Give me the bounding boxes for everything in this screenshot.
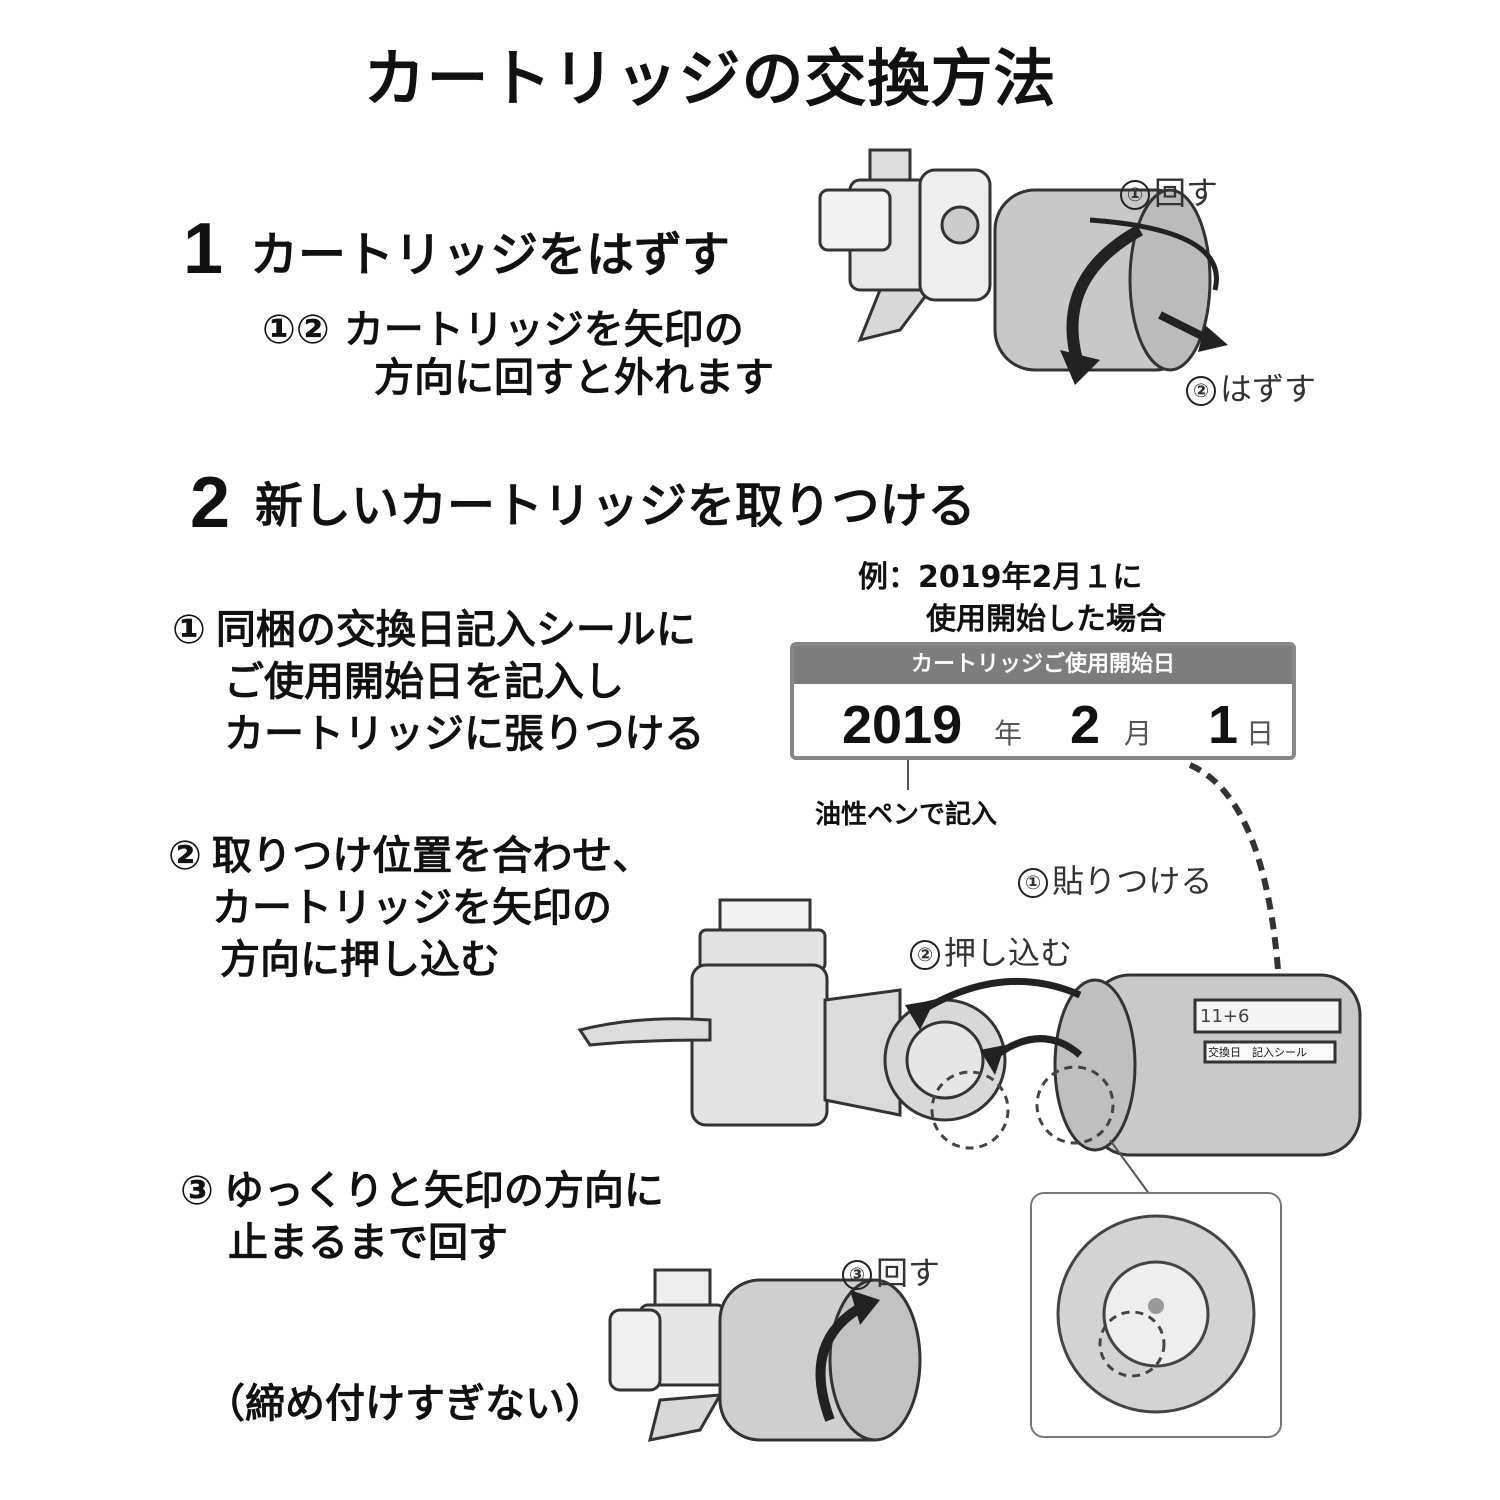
date-sticker: カートリッジご使用開始日 2019 年 2 月 1 日 <box>790 642 1296 760</box>
detail-inset <box>1030 1192 1282 1438</box>
cartridge-date-text: 11+6 <box>1200 1006 1250 1027</box>
mark-2: ② <box>295 307 330 353</box>
example-line2: 使用開始した場合 <box>926 602 1166 637</box>
sub2-mark: ② <box>168 833 202 879</box>
sub1-line3: カートリッジに張りつける <box>224 711 705 757</box>
sticker-day-unit: 日 <box>1246 717 1275 750</box>
page-title: カートリッジの交換方法 <box>363 42 1057 115</box>
step1-heading: カートリッジをはずす <box>250 227 731 283</box>
sub2-line2: カートリッジを矢印の <box>212 885 612 931</box>
turn-arrow <box>815 1300 868 1422</box>
sub3-line2: 止まるまで回す <box>228 1220 508 1266</box>
faucet-illustration-1 <box>818 148 1212 372</box>
example-line1: 例：2019年2月１に <box>858 560 1143 595</box>
sub1-line1: 同梱の交換日記入シールに <box>215 607 696 653</box>
sub2-line1: 取りつけ位置を合わせ、 <box>211 833 653 879</box>
sticker-day: 1 <box>1208 695 1239 755</box>
faucet-illustration-3 <box>608 1268 922 1442</box>
step2-number: 2 <box>190 463 231 543</box>
faucet-illustration-2 <box>577 898 1362 1157</box>
pen-note: 油性ペンで記入 <box>815 800 998 830</box>
sticker-month-unit: 月 <box>1124 717 1153 750</box>
tighten-note: （締め付けすぎない） <box>205 1381 605 1427</box>
sticker-year: 2019 <box>842 695 963 755</box>
remove-arrow <box>1158 311 1212 344</box>
mark-1: ① <box>262 307 296 353</box>
step1-line2: 方向に回すと外れます <box>374 355 774 401</box>
sub1-line2: ご使用開始日を記入し <box>224 659 624 705</box>
sticker-month: 2 <box>1070 695 1101 755</box>
sub2-line3: 方向に押し込む <box>220 937 500 983</box>
sticker-arrow <box>1188 762 1283 1001</box>
cartridge-sticker-label: 交換日 記入シール <box>1208 1046 1307 1059</box>
sub1-mark: ① <box>172 607 206 653</box>
step1-marks: ①② カートリッジを矢印の <box>262 304 744 356</box>
step1-number: 1 <box>183 209 224 289</box>
rotate-arrow <box>1066 224 1143 372</box>
sub3-line1: ゆっくりと矢印の方向に <box>223 1168 664 1214</box>
step2-heading: 新しいカートリッジを取りつける <box>255 478 976 534</box>
push-arrow-1 <box>913 977 1082 1018</box>
sticker-header: カートリッジご使用開始日 <box>794 646 1292 684</box>
sub3-mark: ③ <box>180 1168 214 1214</box>
step1-line1: カートリッジを矢印の <box>343 307 744 353</box>
sticker-year-unit: 年 <box>994 717 1023 750</box>
